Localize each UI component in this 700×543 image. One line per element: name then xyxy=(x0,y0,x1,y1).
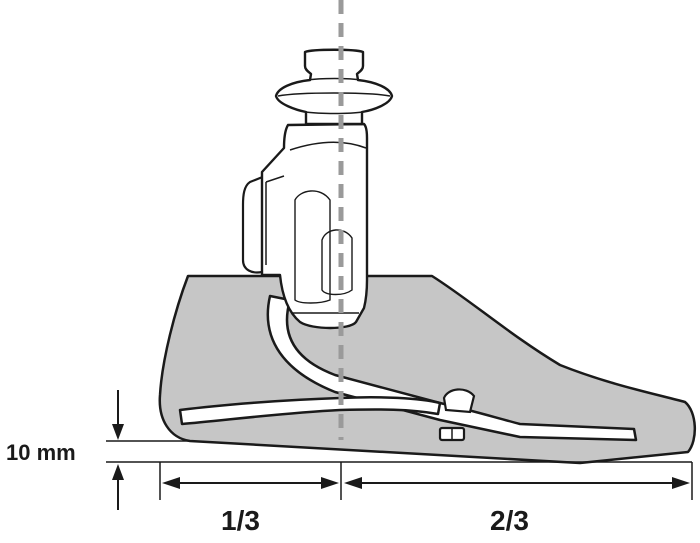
heel-spring xyxy=(178,395,442,426)
heel-height-dimension xyxy=(106,390,692,510)
heel-height-label: 10 mm xyxy=(6,440,76,465)
keel-bolt xyxy=(438,388,476,442)
shoe-last xyxy=(158,274,696,465)
length-dimension xyxy=(159,462,693,500)
pyramid-connector xyxy=(274,48,394,126)
one-third-label: 1/3 xyxy=(221,505,260,536)
two-thirds-label: 2/3 xyxy=(490,505,529,536)
